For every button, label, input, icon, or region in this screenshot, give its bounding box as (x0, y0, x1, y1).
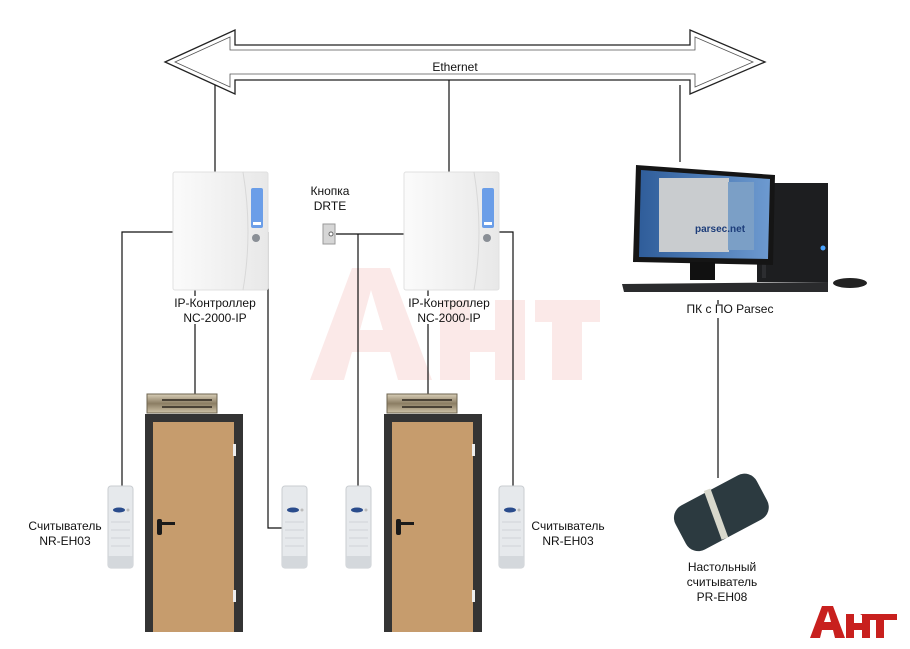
brand-logo (810, 606, 897, 638)
pc-workstation-icon: parsec.net (622, 165, 867, 292)
controller-2-name: IP-Контроллер (408, 296, 490, 310)
desktop-reader-icon (673, 473, 769, 552)
ip-controller-2 (403, 171, 500, 291)
magnetic-lock-1 (146, 393, 218, 414)
door-2 (384, 414, 482, 632)
desk-reader-model: PR-EH08 (697, 590, 748, 604)
reader-1 (107, 485, 134, 569)
reader-left-model: NR-EH03 (39, 534, 91, 548)
ethernet-label: Ethernet (432, 60, 478, 74)
desk-reader-label-1: Настольный (688, 560, 756, 574)
desk-reader-label-2: считыватель (687, 575, 757, 589)
reader-right-model: NR-EH03 (542, 534, 594, 548)
button-label: Кнопка (311, 184, 350, 198)
magnetic-lock-2 (386, 393, 458, 414)
ethernet-bus-arrow (163, 28, 767, 96)
controller-2-model: NC-2000-IP (417, 311, 480, 325)
door-1 (145, 414, 243, 632)
button-model: DRTE (314, 199, 346, 213)
reader-left-label: Считыватель (28, 519, 101, 533)
ip-controller-1 (172, 171, 269, 291)
reader-2 (281, 485, 308, 569)
wiring (121, 80, 719, 529)
controller-1-name: IP-Контроллер (174, 296, 256, 310)
exit-button-icon (322, 223, 336, 245)
screen-logo-text: parsec.net (695, 224, 746, 235)
reader-3 (345, 485, 372, 569)
controller-1-model: NC-2000-IP (183, 311, 246, 325)
pc-label: ПК с ПО Parsec (687, 302, 774, 316)
reader-right-label: Считыватель (531, 519, 604, 533)
reader-4 (498, 485, 525, 569)
watermark-logo (310, 268, 600, 380)
